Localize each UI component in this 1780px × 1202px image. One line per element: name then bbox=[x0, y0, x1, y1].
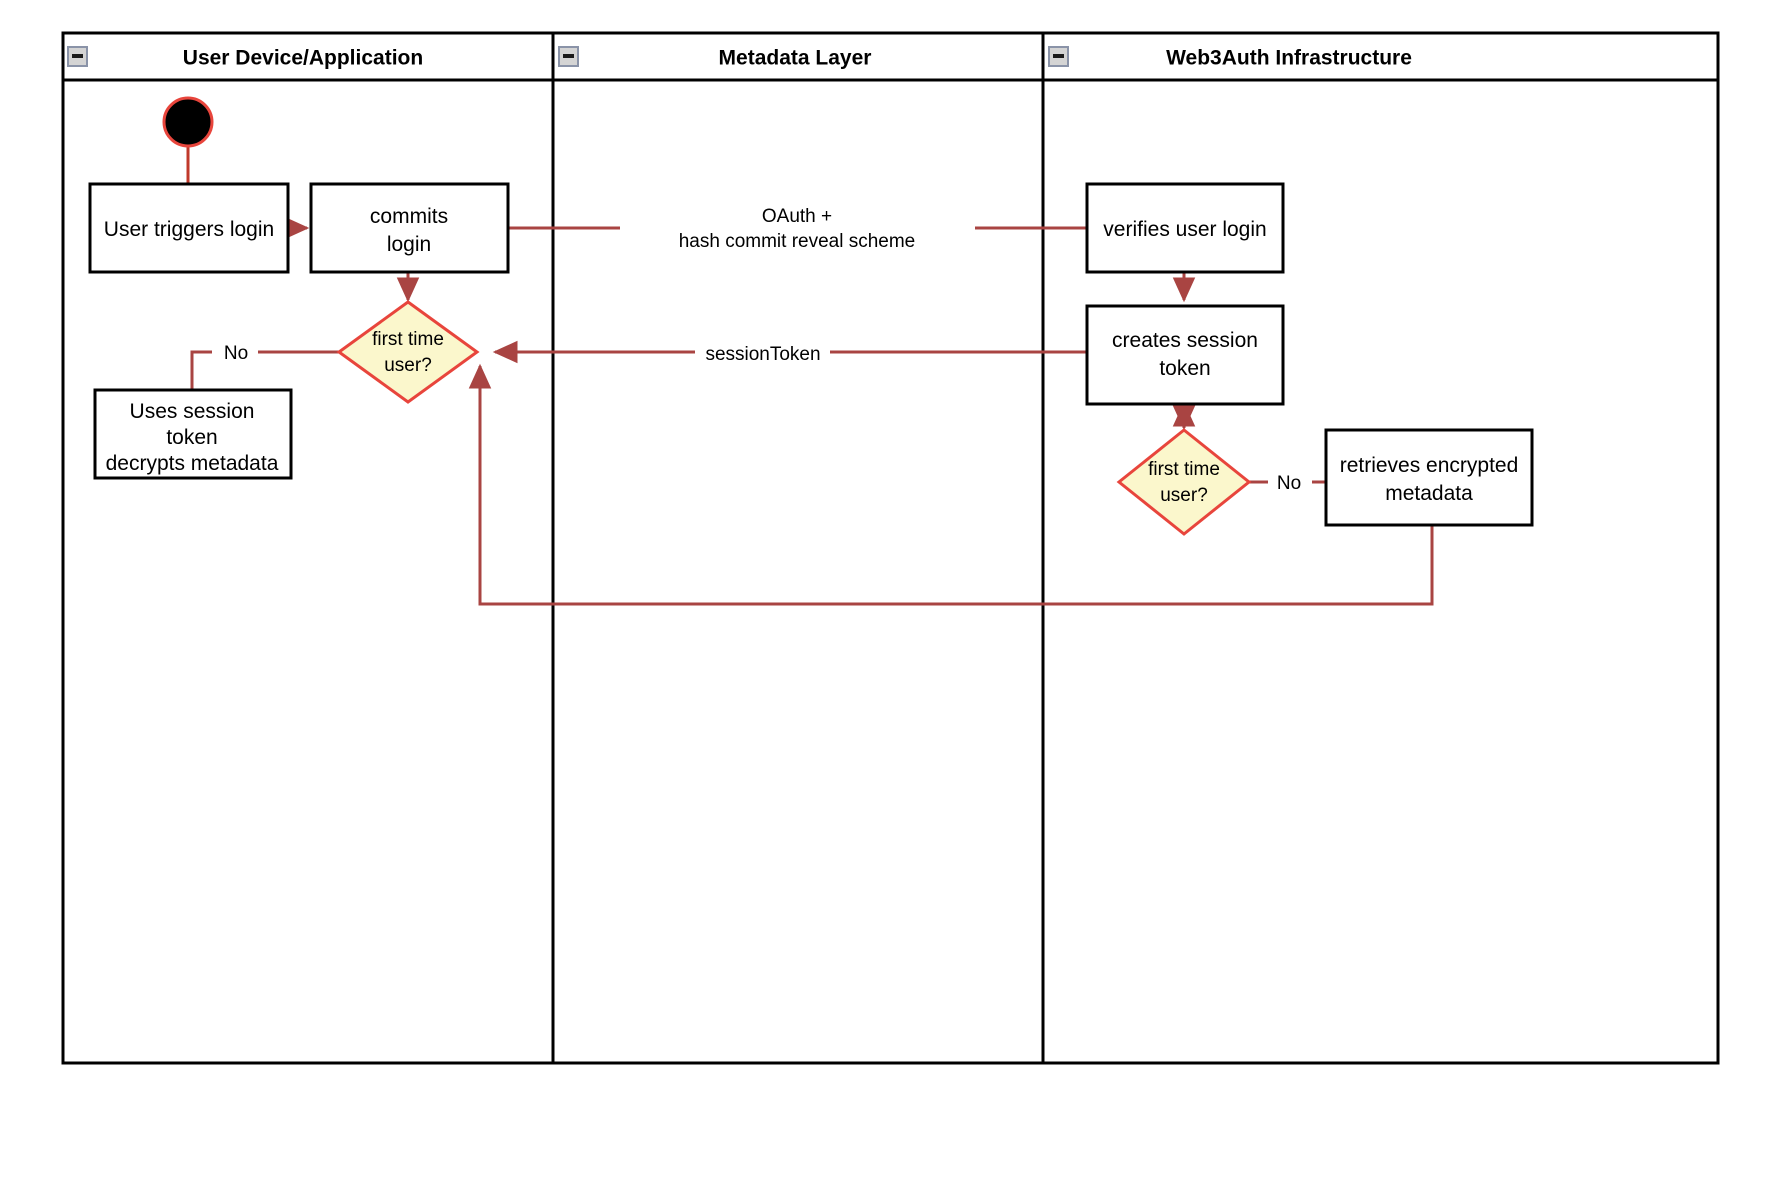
activity-label-creates-session-token-line2: token bbox=[1159, 357, 1210, 380]
activity-label-creates-session-token-line1: creates session bbox=[1112, 329, 1258, 352]
decision-label-first-time-user-left-line2: user? bbox=[384, 355, 432, 376]
decision-label-first-time-user-right-line1: first time bbox=[1148, 459, 1220, 480]
activity-label-retrieves-encrypted-metadata-line1: retrieves encrypted bbox=[1340, 454, 1519, 477]
activity-retrieves-encrypted-metadata[interactable]: retrieves encrypted metadata bbox=[1324, 428, 1534, 527]
edge-first-time-user-left-no-to-uses-session-token: No bbox=[190, 336, 346, 390]
lane-header-metadata-layer[interactable]: Metadata Layer bbox=[558, 46, 872, 70]
initial-node[interactable] bbox=[162, 96, 214, 148]
activity-label-user-triggers-login: User triggers login bbox=[104, 218, 274, 241]
edge-commits-login-to-verifies-user-login: OAuth + hash commit reveal scheme bbox=[508, 200, 1087, 256]
edge-first-time-user-right-no-to-retrieves-encrypted-metadata: No bbox=[1249, 466, 1326, 496]
edge-label-oauth-line2: hash commit reveal scheme bbox=[679, 231, 916, 252]
lane-title-user-device: User Device/Application bbox=[183, 47, 423, 70]
lane-header-user-device[interactable]: User Device/Application bbox=[67, 46, 423, 70]
lane-title-metadata-layer: Metadata Layer bbox=[719, 47, 872, 70]
collapse-icon[interactable] bbox=[1048, 46, 1069, 67]
edge-label-no-left: No bbox=[224, 343, 248, 364]
activity-label-retrieves-encrypted-metadata-line2: metadata bbox=[1385, 482, 1473, 505]
decision-first-time-user-left[interactable]: first time user? bbox=[336, 300, 480, 404]
activity-label-uses-session-token-line1: Uses session bbox=[130, 400, 255, 423]
collapse-icon[interactable] bbox=[67, 46, 88, 67]
lane-header-web3auth[interactable]: Web3Auth Infrastructure bbox=[1048, 46, 1412, 70]
activity-creates-session-token[interactable]: creates session token bbox=[1085, 304, 1285, 406]
activity-label-uses-session-token-line2: token bbox=[166, 426, 217, 449]
activity-commits-login[interactable]: commits login bbox=[309, 182, 510, 274]
activity-label-commits-login-line2: login bbox=[387, 233, 431, 256]
activity-label-commits-login-line1: commits bbox=[370, 205, 448, 228]
activity-verifies-user-login[interactable]: verifies user login bbox=[1085, 182, 1285, 274]
decision-label-first-time-user-left-line1: first time bbox=[372, 329, 444, 350]
activity-uses-session-token[interactable]: Uses session token decrypts metadata bbox=[93, 388, 293, 480]
edge-label-oauth-line1: OAuth + bbox=[762, 206, 832, 227]
decision-label-first-time-user-right-line2: user? bbox=[1160, 485, 1208, 506]
activity-label-verifies-user-login: verifies user login bbox=[1103, 218, 1266, 241]
decision-first-time-user-right[interactable]: first time user? bbox=[1116, 428, 1252, 536]
edge-retrieves-encrypted-metadata-return bbox=[468, 363, 1434, 606]
activity-user-triggers-login[interactable]: User triggers login bbox=[88, 182, 290, 274]
edge-label-no-right: No bbox=[1277, 473, 1301, 494]
edge-creates-session-token-to-first-time-user-left: sessionToken bbox=[492, 336, 1087, 368]
edge-label-session-token: sessionToken bbox=[705, 344, 820, 365]
collapse-icon[interactable] bbox=[558, 46, 579, 67]
activity-label-uses-session-token-line3: decrypts metadata bbox=[106, 452, 279, 475]
lane-title-web3auth: Web3Auth Infrastructure bbox=[1166, 47, 1412, 70]
